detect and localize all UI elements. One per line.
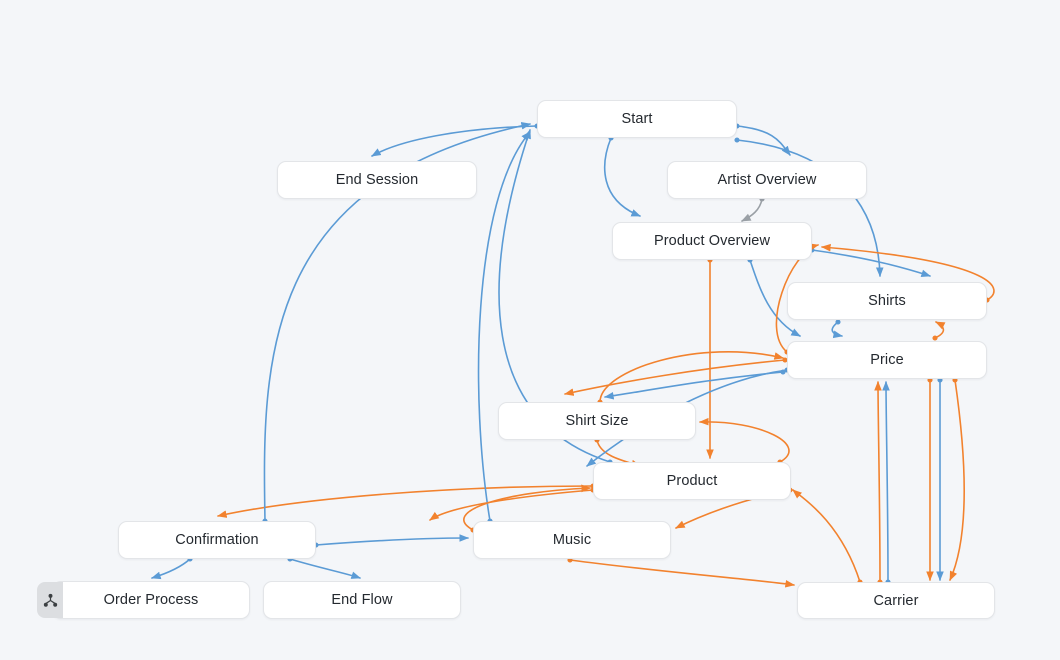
edge-artist_overview-to-product_overview[interactable] <box>741 196 765 222</box>
node-label: Carrier <box>873 592 919 609</box>
edge-product-to-confirmation[interactable] <box>217 483 596 518</box>
edge-price-to-shirt_size[interactable] <box>564 357 788 396</box>
node-label: Shirts <box>868 293 906 309</box>
edge-start-to-end_session[interactable] <box>371 123 540 157</box>
node-label: Artist Overview <box>717 172 817 188</box>
edge-confirmation-to-music[interactable] <box>313 534 469 548</box>
edge-product-to-music[interactable] <box>429 487 596 521</box>
edge-carrier-to-product[interactable] <box>792 489 863 585</box>
node-confirmation[interactable]: Confirmation <box>118 521 316 559</box>
node-order_process[interactable]: Order Process <box>37 581 250 619</box>
edge-music-to-start[interactable] <box>477 131 531 524</box>
edge-start-to-artist_overview[interactable] <box>734 123 791 156</box>
node-artist_overview[interactable]: Artist Overview <box>667 161 867 199</box>
edge-price-to-carrier[interactable] <box>949 377 965 581</box>
node-music[interactable]: Music <box>473 521 671 559</box>
node-label: End Flow <box>331 592 393 608</box>
node-shirts[interactable]: Shirts <box>787 282 987 320</box>
edge-product-to-shirt_size[interactable] <box>699 417 790 465</box>
edge-confirmation-to-end_flow[interactable] <box>287 556 361 579</box>
node-label: Confirmation <box>175 532 259 548</box>
edge-shirts-to-price[interactable] <box>831 319 843 339</box>
node-end_session[interactable]: End Session <box>277 161 477 199</box>
node-label: Music <box>552 532 592 548</box>
node-start[interactable]: Start <box>537 100 737 138</box>
node-product_overview[interactable]: Product Overview <box>612 222 812 260</box>
node-price[interactable]: Price <box>787 341 987 379</box>
edge-carrier-to-price[interactable] <box>874 381 883 585</box>
edge-price-to-shirt_size[interactable] <box>604 369 786 400</box>
node-label: Product <box>666 473 718 489</box>
edge-product_overview-to-shirts[interactable] <box>809 247 931 278</box>
node-label: Shirt Size <box>565 413 629 429</box>
node-carrier[interactable]: Carrier <box>797 582 995 619</box>
edge-confirmation-to-order_process[interactable] <box>151 556 193 580</box>
node-end_flow[interactable]: End Flow <box>263 581 461 619</box>
node-label: Order Process <box>103 592 199 608</box>
node-label: Product Overview <box>653 233 771 249</box>
node-shirt_size[interactable]: Shirt Size <box>498 402 696 440</box>
node-product[interactable]: Product <box>593 462 791 500</box>
node-label: Start <box>621 111 653 127</box>
node-label: End Session <box>335 172 419 188</box>
hierarchy-icon <box>37 582 63 618</box>
edge-music-to-carrier[interactable] <box>567 557 795 588</box>
edge-shirt_size-to-price[interactable] <box>597 351 784 405</box>
edge-carrier-to-price[interactable] <box>882 381 891 585</box>
edge-price-to-shirts[interactable] <box>932 321 946 341</box>
edge-start-to-product_overview[interactable] <box>603 135 641 217</box>
node-label: Price <box>870 352 904 368</box>
